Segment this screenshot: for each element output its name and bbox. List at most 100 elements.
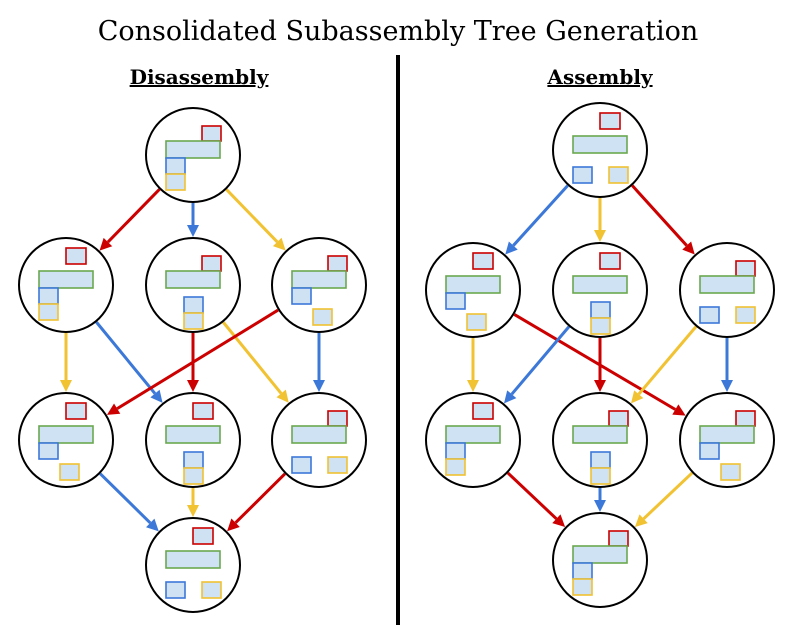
subassembly-node bbox=[145, 107, 241, 203]
green-part bbox=[291, 425, 347, 444]
arrow-head bbox=[187, 505, 199, 517]
red-part bbox=[65, 247, 87, 265]
subassembly-node bbox=[552, 102, 648, 198]
arrow bbox=[313, 333, 325, 392]
arrow-head bbox=[594, 230, 606, 242]
arrow bbox=[222, 321, 289, 403]
arrow bbox=[594, 488, 606, 512]
arrow-head bbox=[106, 403, 121, 415]
arrow-shaft bbox=[116, 308, 279, 410]
green-part bbox=[572, 135, 628, 154]
arrow-head bbox=[504, 390, 517, 404]
arrow-head bbox=[682, 241, 695, 255]
red-part bbox=[472, 402, 494, 420]
red-part bbox=[599, 252, 621, 270]
red-part bbox=[201, 255, 222, 272]
green-part bbox=[165, 425, 221, 444]
arrow bbox=[60, 333, 72, 392]
arrow bbox=[187, 333, 199, 392]
arrow-shaft bbox=[225, 188, 279, 243]
red-part bbox=[65, 402, 87, 420]
subassembly-node bbox=[145, 392, 241, 488]
blue-part bbox=[572, 562, 593, 580]
arrow bbox=[187, 488, 199, 517]
subassembly-node bbox=[552, 512, 648, 608]
yellow-part bbox=[590, 467, 611, 485]
arrow bbox=[634, 471, 694, 528]
red-part bbox=[735, 260, 756, 277]
green-part bbox=[38, 425, 94, 444]
blue-part bbox=[38, 287, 59, 305]
yellow-part bbox=[183, 312, 204, 330]
blue-part bbox=[165, 157, 186, 175]
node-layer bbox=[18, 102, 775, 613]
green-part bbox=[572, 275, 628, 294]
green-part bbox=[38, 270, 94, 289]
arrow-layer bbox=[60, 184, 733, 532]
arrow bbox=[594, 338, 606, 392]
arrow-head bbox=[594, 500, 606, 512]
arrow-shaft bbox=[222, 321, 283, 395]
green-part bbox=[699, 425, 755, 444]
arrow bbox=[99, 472, 159, 532]
arrow bbox=[631, 184, 695, 255]
green-part bbox=[445, 275, 501, 294]
arrow-head bbox=[634, 514, 648, 528]
arrow-shaft bbox=[99, 472, 152, 524]
arrow-head bbox=[60, 380, 72, 392]
subassembly-node bbox=[271, 237, 367, 333]
blue-part bbox=[699, 442, 720, 460]
arrow-head bbox=[187, 225, 199, 237]
red-part bbox=[599, 112, 621, 130]
green-part bbox=[572, 545, 628, 564]
arrow bbox=[187, 203, 199, 237]
blue-part bbox=[291, 287, 312, 305]
yellow-part bbox=[59, 463, 80, 481]
red-part bbox=[327, 410, 348, 427]
blue-part bbox=[183, 451, 204, 469]
arrow bbox=[95, 321, 163, 403]
blue-part bbox=[165, 581, 186, 599]
arrow-head bbox=[594, 380, 606, 392]
red-part bbox=[735, 410, 756, 427]
green-part bbox=[291, 270, 347, 289]
yellow-part bbox=[720, 463, 741, 481]
arrow-head bbox=[721, 380, 733, 392]
arrow-head bbox=[272, 237, 286, 251]
arrow bbox=[106, 308, 279, 415]
blue-part bbox=[291, 456, 312, 474]
arrow-shaft bbox=[106, 188, 161, 244]
yellow-part bbox=[590, 317, 611, 335]
green-part bbox=[445, 425, 501, 444]
green-part bbox=[699, 275, 755, 294]
blue-part bbox=[590, 301, 611, 319]
diagram-title: Consolidated Subassembly Tree Generation bbox=[98, 16, 699, 47]
yellow-part bbox=[466, 313, 487, 331]
green-part bbox=[165, 140, 221, 159]
arrow-head bbox=[146, 518, 159, 532]
red-part bbox=[608, 410, 629, 427]
subassembly-node bbox=[679, 242, 775, 338]
arrow bbox=[504, 325, 571, 404]
subassembly-node bbox=[18, 237, 114, 333]
arrow-head bbox=[227, 518, 240, 532]
arrow bbox=[225, 188, 286, 251]
yellow-part bbox=[608, 166, 629, 184]
yellow-part bbox=[183, 467, 204, 485]
green-part bbox=[572, 425, 628, 444]
red-part bbox=[201, 125, 222, 142]
arrow-head bbox=[552, 514, 566, 528]
blue-part bbox=[183, 296, 204, 314]
blue-part bbox=[590, 451, 611, 469]
red-part bbox=[608, 530, 629, 547]
arrow bbox=[631, 325, 698, 404]
yellow-part bbox=[735, 306, 756, 324]
arrow-shaft bbox=[637, 325, 698, 396]
yellow-part bbox=[165, 173, 186, 191]
subassembly-node bbox=[145, 517, 241, 613]
yellow-part bbox=[38, 303, 59, 321]
arrow bbox=[721, 338, 733, 392]
arrow-head bbox=[187, 380, 199, 392]
blue-part bbox=[38, 442, 59, 460]
